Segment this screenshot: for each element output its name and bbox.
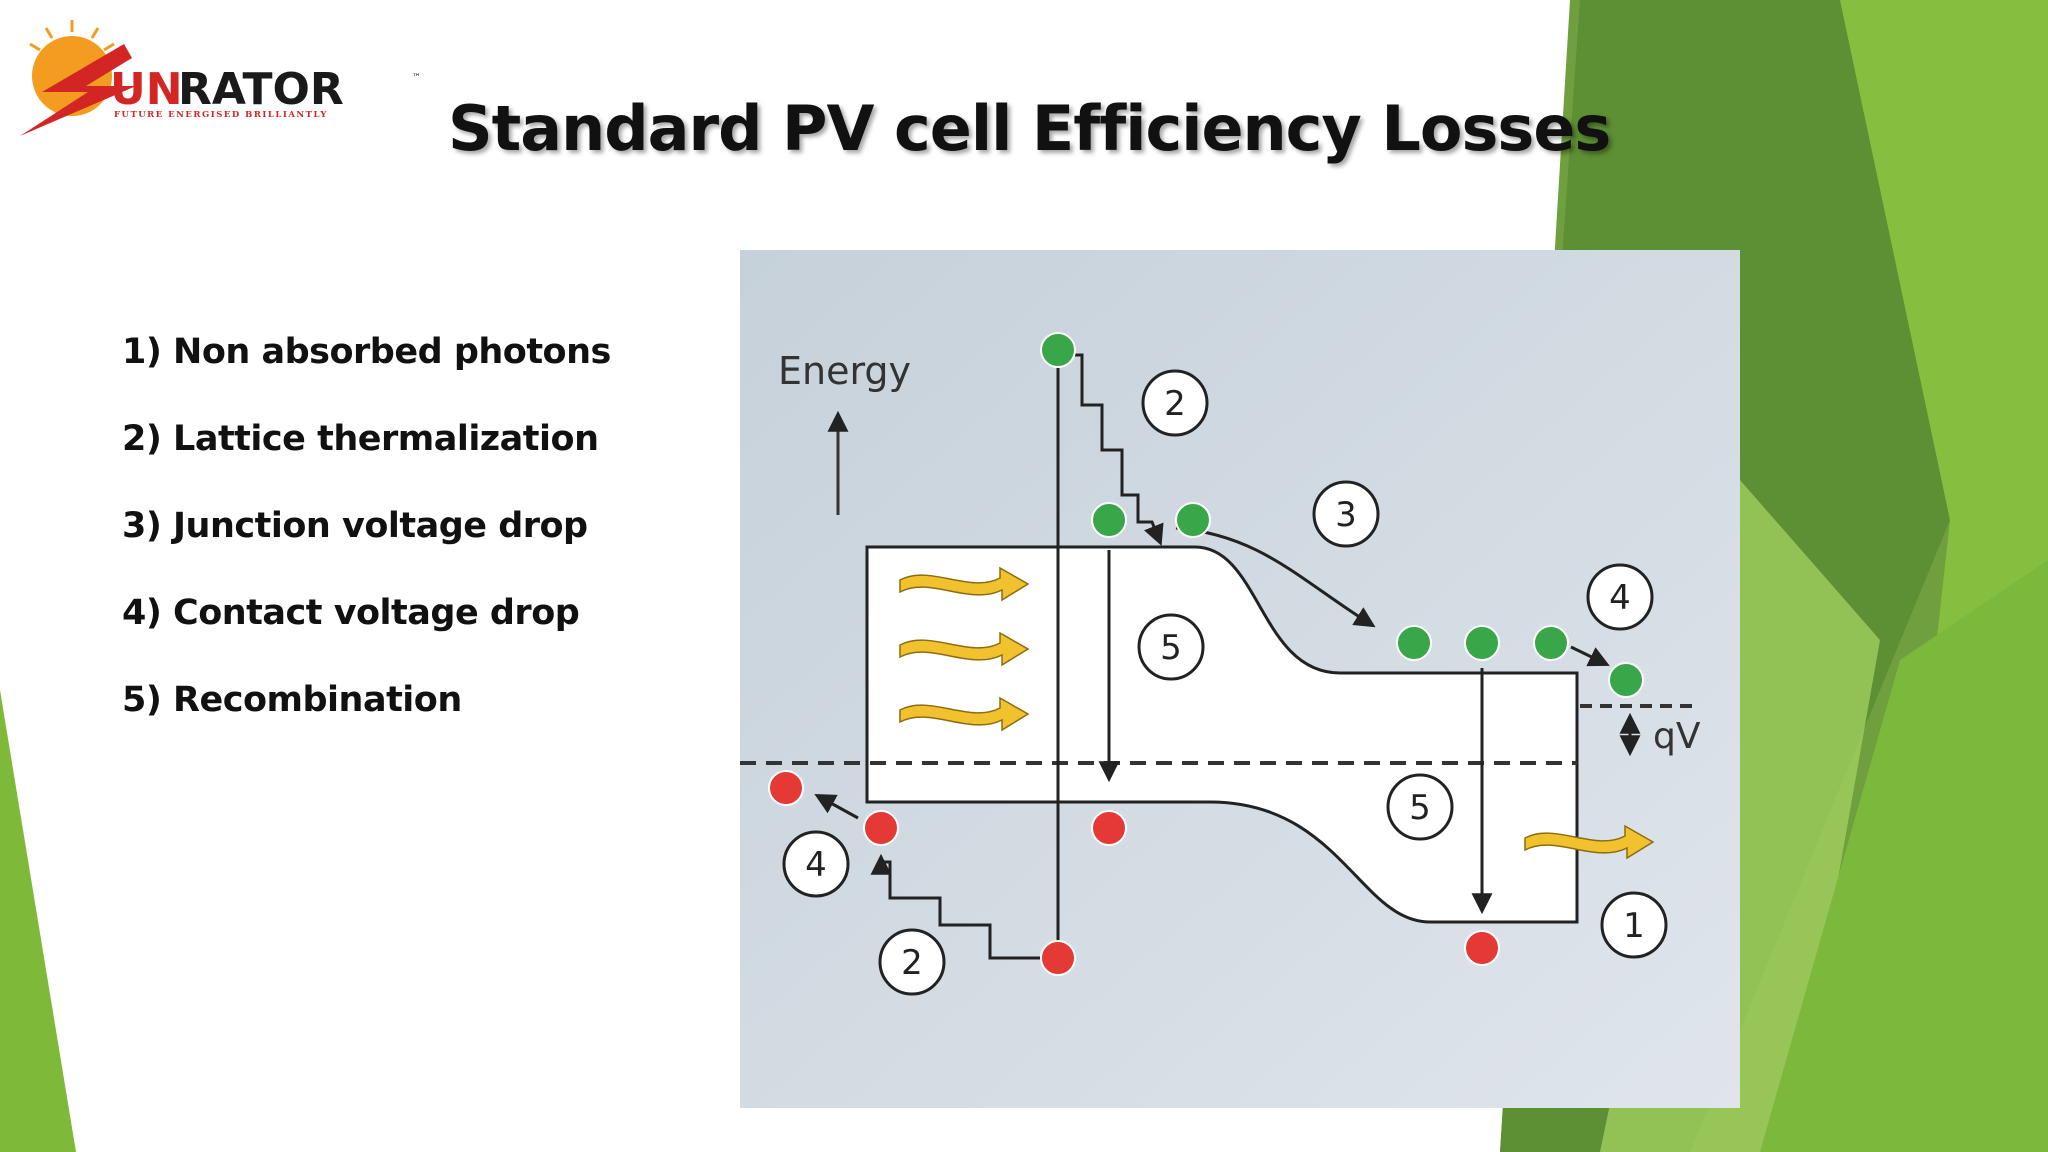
electron-5 — [1533, 625, 1569, 661]
thermalization-path-bottom — [870, 853, 1050, 960]
loss-item-4: 4) Contact voltage drop — [122, 593, 580, 633]
hole-2 — [1091, 810, 1127, 846]
marker-4-left — [782, 830, 850, 898]
holes — [768, 770, 1500, 976]
page-title: Standard PV cell Efficiency Losses — [448, 92, 1611, 165]
qv-label: qV — [1653, 716, 1701, 757]
sunrator-logo: UN RATOR ™ FUTURE ENERGISED BRILLIANTLY — [20, 20, 421, 136]
marker-5-right-label: 5 — [1409, 788, 1431, 828]
electron-contact — [1608, 662, 1644, 698]
hole-1 — [863, 810, 899, 846]
marker-4-left-label: 4 — [805, 845, 827, 885]
electrons — [1040, 332, 1644, 698]
left-green-shape — [0, 690, 76, 1152]
contact-drop-arrow-right — [1570, 645, 1610, 667]
sun-icon — [20, 20, 136, 136]
electron-2 — [1175, 502, 1211, 538]
thermalization-path-top — [1070, 353, 1164, 546]
hole-3 — [1464, 930, 1500, 966]
loss-marker-numbers: 2 3 4 5 5 4 1 2 — [805, 384, 1645, 983]
marker-5-right — [1386, 773, 1454, 841]
loss-list: 1) Non absorbed photons 2) Lattice therm… — [122, 322, 611, 757]
marker-4-right-label: 4 — [1609, 578, 1631, 618]
marker-2-top — [1141, 369, 1209, 437]
marker-2-bottom-label: 2 — [901, 943, 923, 983]
loss-item-3: 3) Junction voltage drop — [122, 506, 588, 546]
right-bottom-shape — [1760, 560, 2048, 1152]
electron-3 — [1396, 625, 1432, 661]
electron-4 — [1464, 625, 1500, 661]
loss-item-5: 5) Recombination — [122, 680, 462, 720]
marker-5-left — [1137, 613, 1205, 681]
loss-item-1: 1) Non absorbed photons — [122, 332, 611, 372]
logo-brand-suffix: RATOR — [178, 64, 344, 115]
hole-deep — [1040, 940, 1076, 976]
marker-3 — [1312, 480, 1380, 548]
marker-1 — [1600, 891, 1668, 959]
marker-4-right — [1586, 563, 1654, 631]
logo-brand-prefix: UN — [110, 64, 183, 115]
electron-excited — [1040, 332, 1076, 368]
logo-tagline: FUTURE ENERGISED BRILLIANTLY — [114, 110, 328, 120]
contact-drop-arrow-left — [814, 793, 859, 820]
marker-5-left-label: 5 — [1160, 628, 1182, 668]
electron-1 — [1091, 502, 1127, 538]
loss-item-2: 2) Lattice thermalization — [122, 419, 599, 459]
marker-2-top-label: 2 — [1164, 384, 1186, 424]
hole-contact — [768, 770, 804, 806]
energy-axis-label: Energy — [778, 349, 911, 393]
marker-1-label: 1 — [1623, 906, 1645, 946]
loss-markers — [782, 369, 1668, 996]
logo-trademark: ™ — [412, 73, 421, 83]
marker-2-bottom — [878, 928, 946, 996]
marker-3-label: 3 — [1335, 495, 1357, 535]
pv-loss-diagram: Energy qV — [740, 250, 1740, 1108]
